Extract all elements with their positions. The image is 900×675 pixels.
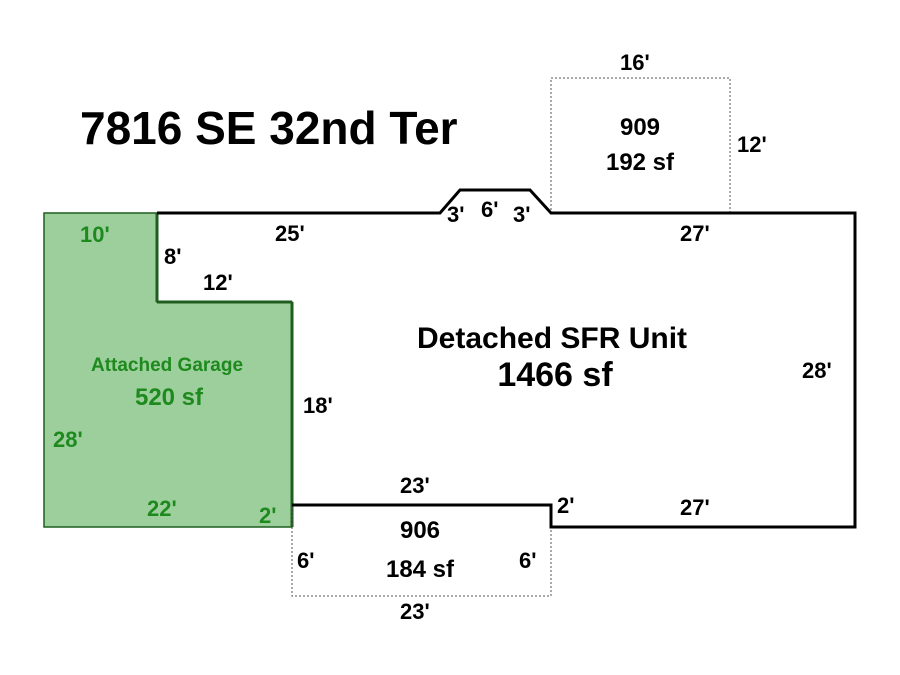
dim-label: 28': [802, 358, 832, 383]
area-906-area: 184 sf: [386, 556, 455, 583]
garage-area: 520 sf: [135, 384, 204, 411]
dim-label: 28': [53, 427, 83, 452]
main-unit-label: Detached SFR Unit: [417, 322, 687, 355]
area-909-code: 909: [620, 114, 660, 141]
dim-label: 25': [275, 221, 305, 246]
dim-label: 23': [400, 473, 430, 498]
dim-label: 2': [259, 503, 276, 528]
page-title: 7816 SE 32nd Ter: [80, 102, 458, 154]
dim-label: 3': [513, 202, 530, 227]
area-909-area: 192 sf: [606, 149, 675, 176]
dim-label: 22': [147, 496, 177, 521]
dim-label: 16': [620, 50, 650, 75]
main-unit-outline: [157, 188, 857, 529]
dim-label: 10': [80, 222, 110, 247]
dim-label: 6': [481, 197, 498, 222]
main-unit-area: 1466 sf: [497, 356, 613, 394]
area-909-outline: [550, 77, 731, 214]
dim-label: 8': [164, 244, 181, 269]
dim-label: 6': [519, 548, 536, 573]
dim-label: 27': [680, 221, 710, 246]
dim-label: 23': [400, 599, 430, 624]
dim-label: 6': [297, 548, 314, 573]
area-906-code: 906: [400, 517, 440, 544]
garage-label: Attached Garage: [91, 355, 243, 376]
dim-label: 18': [303, 393, 333, 418]
dim-label: 12': [737, 132, 767, 157]
dim-label: 3': [447, 202, 464, 227]
dim-label: 27': [680, 495, 710, 520]
dim-label: 12': [203, 270, 233, 295]
dim-label: 2': [557, 493, 574, 518]
